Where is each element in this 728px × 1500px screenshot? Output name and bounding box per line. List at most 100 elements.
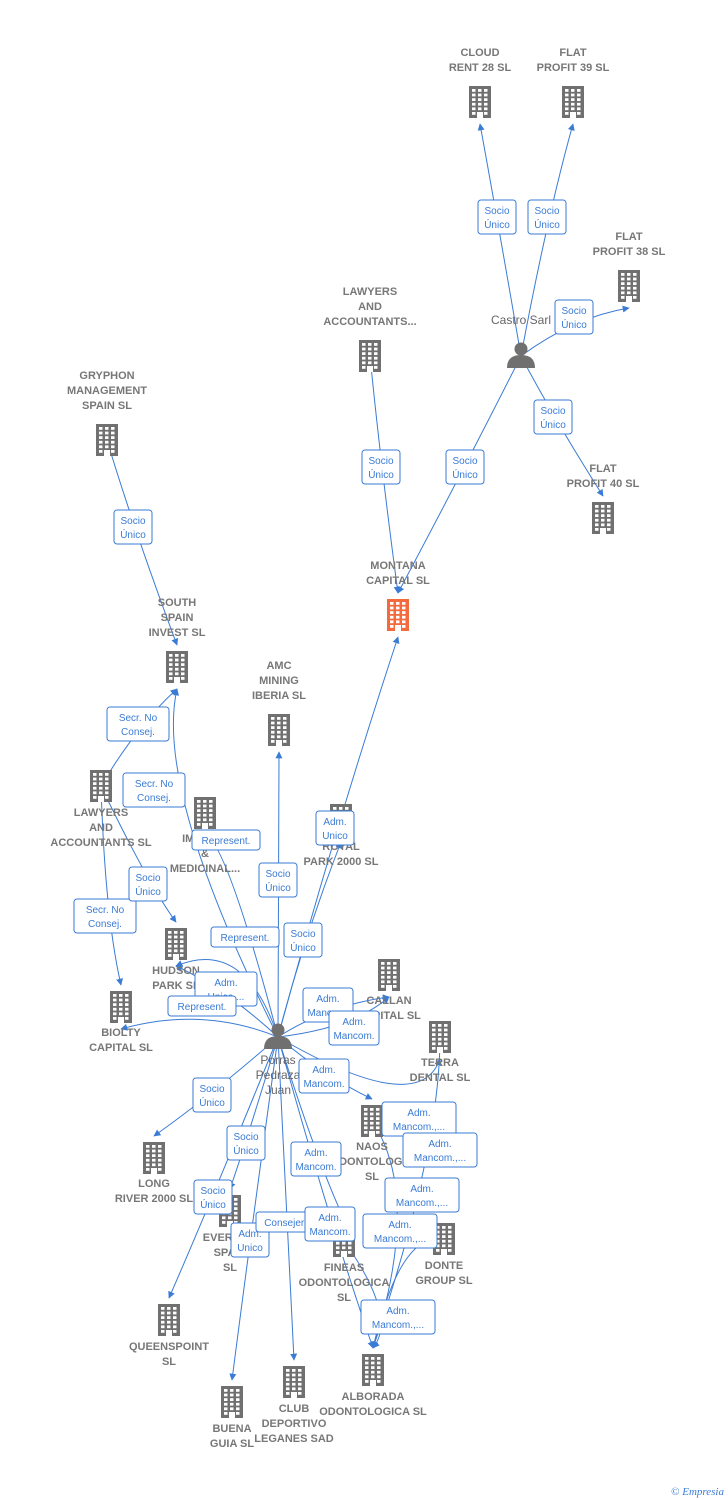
node-label: BIOLTY [101,1027,141,1039]
node-label: CALLAN [366,995,411,1007]
svg-text:Socio: Socio [368,456,393,467]
node-label: AND [358,301,382,313]
svg-text:Adm.: Adm. [342,1017,365,1028]
node-label: INVEST SL [149,627,206,639]
svg-text:Único: Único [120,528,146,541]
edge-role-label[interactable]: Adm.Mancom.,... [360,1299,436,1335]
person-icon [264,1023,292,1049]
edge-porras-to-club [277,1036,298,1361]
node-label: LEGANES SAD [254,1433,334,1445]
svg-text:Mancom.: Mancom. [309,1227,350,1238]
building-icon [110,991,132,1023]
building-icon [469,86,491,118]
edge-role-label[interactable]: Adm.Mancom. [290,1141,342,1177]
edge-role-label[interactable]: Adm.Mancom. [328,1010,380,1046]
node-label: PROFIT 39 SL [537,62,610,74]
svg-text:Secr. No: Secr. No [86,905,125,916]
node-label: ODONTOLOGICA [299,1277,390,1289]
edge-role-label[interactable]: Adm.Mancom. [304,1206,356,1242]
node-label: ALBORADA [342,1391,405,1403]
building-icon [562,86,584,118]
empresia-credit[interactable]: © Empresia [671,1486,724,1498]
node-label: CLOUD [460,47,499,59]
node-label: QUEENSPOINT [129,1341,209,1353]
node-label: LAWYERS [74,807,128,819]
node-label: Porras [260,1053,295,1067]
building-icon [433,1223,455,1255]
building-icon-highlight [387,599,409,631]
building-icon [166,651,188,683]
svg-text:Único: Único [290,941,316,954]
edge-role-label[interactable]: Adm.Mancom.,... [384,1177,460,1213]
edge-role-label[interactable]: Adm.Mancom.,... [381,1101,457,1137]
node-castro[interactable]: Castro Sarl [491,313,551,368]
building-icon [268,714,290,746]
building-icon [221,1386,243,1418]
svg-text:Adm.: Adm. [238,1229,261,1240]
edge-role-label[interactable]: Adm.Mancom. [298,1058,350,1094]
edge-role-label[interactable]: Adm.Mancom.,... [362,1213,438,1249]
svg-text:Socio: Socio [120,516,145,527]
node-flat39[interactable]: FLAT PROFIT 39 SL [537,47,610,118]
edge-porras-to-biolty [120,1018,279,1038]
node-label: GROUP SL [415,1275,473,1287]
building-icon [362,1354,384,1386]
svg-text:Mancom.,...: Mancom.,... [414,1153,466,1164]
node-label: ACCOUNTANTS... [323,316,416,328]
svg-text:Adm.: Adm. [386,1306,409,1317]
svg-text:Consejero: Consejero [264,1218,310,1229]
svg-text:Mancom.: Mancom. [295,1162,336,1173]
node-label: SOUTH [158,597,197,609]
svg-text:Mancom.: Mancom. [307,1008,348,1019]
svg-text:Socio: Socio [290,929,315,940]
building-icon [429,1021,451,1053]
node-label: FLAT [559,47,587,59]
edge-role-label[interactable]: Adm.Unico [315,810,355,846]
node-label: PROFIT 38 SL [593,246,666,258]
edge-role-label[interactable]: Represent. [167,995,237,1017]
edge-role-label[interactable]: Adm.Mancom.,... [402,1132,478,1168]
copyright-icon: © [671,1486,680,1498]
node-label: SL [162,1356,176,1368]
node-queens[interactable]: QUEENSPOINT SL [129,1304,209,1368]
edge-role-label[interactable]: Represent. [210,926,280,948]
edge-role-label[interactable]: Represent. [191,829,261,851]
node-lawyers1[interactable]: LAWYERSANDACCOUNTANTS... [323,286,417,372]
node-label: LONG [138,1178,170,1190]
